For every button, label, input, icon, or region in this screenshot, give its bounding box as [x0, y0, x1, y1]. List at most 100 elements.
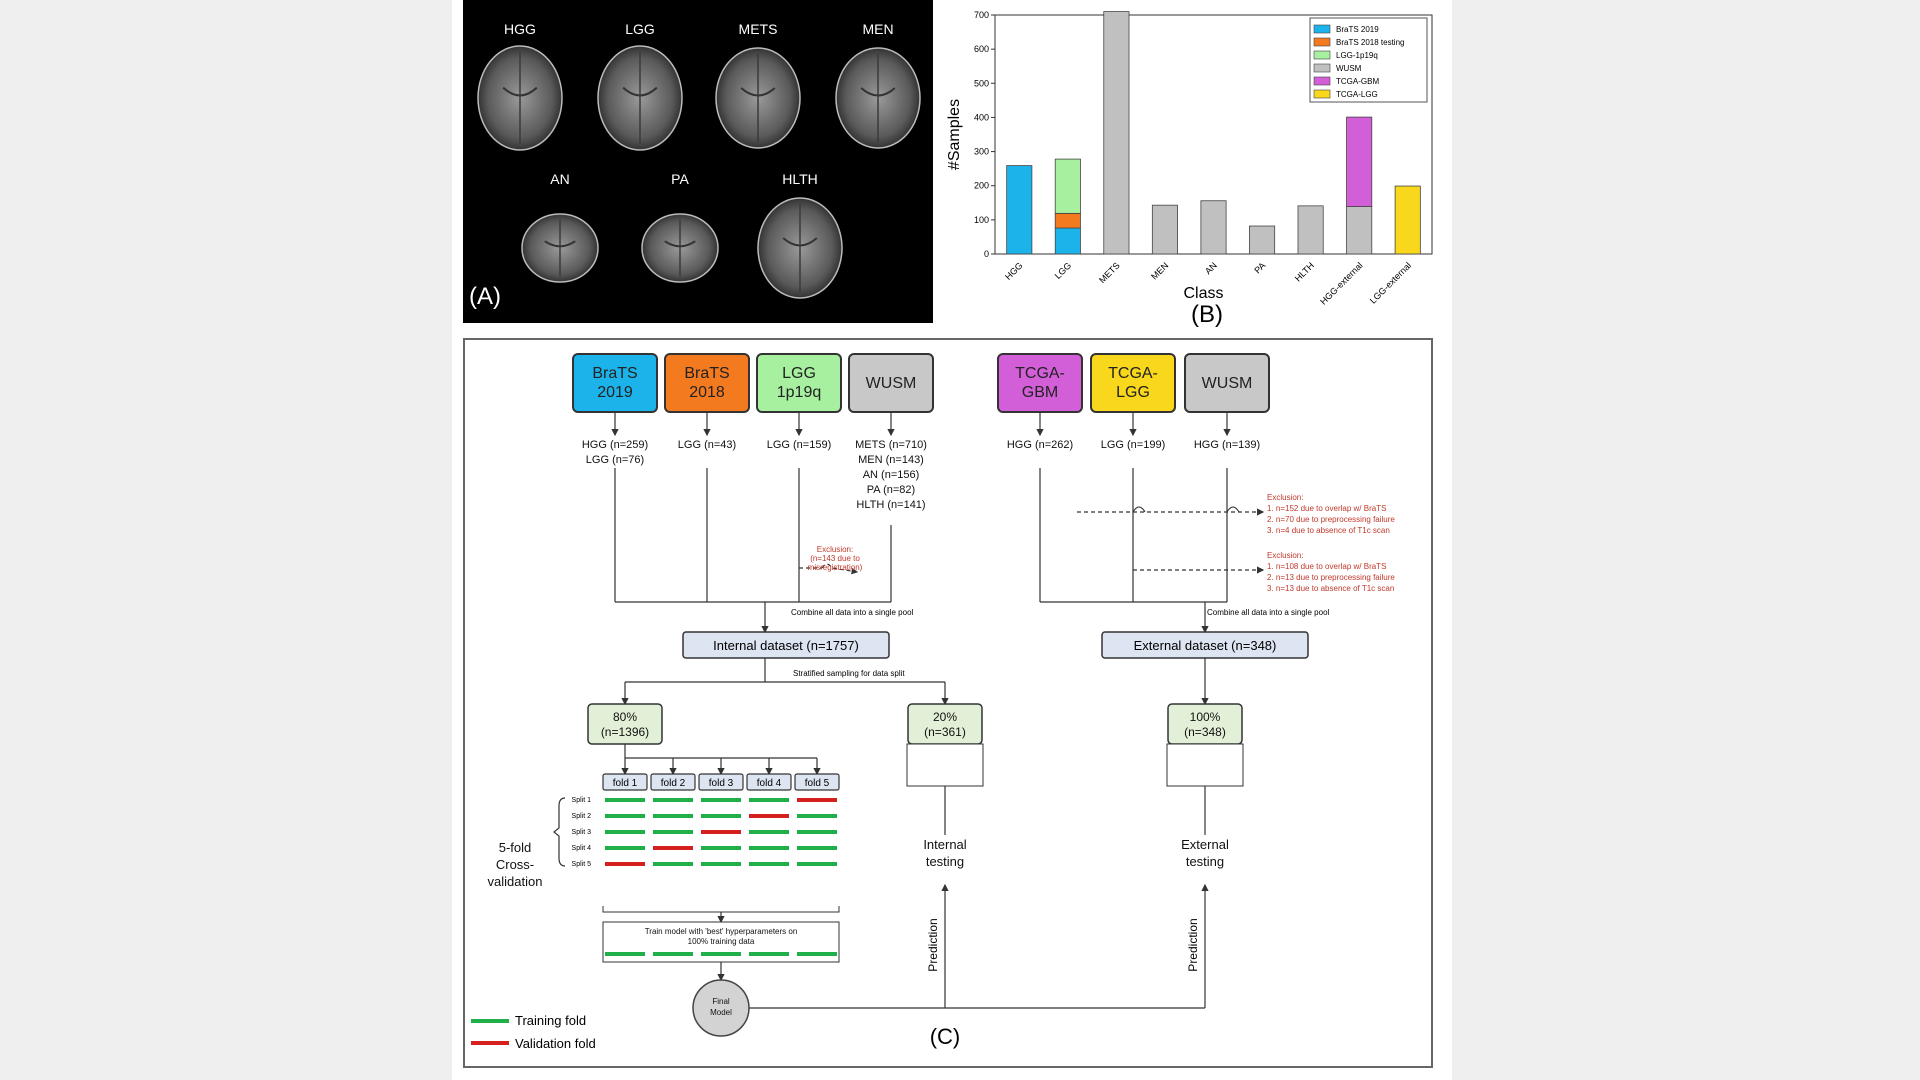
- y-tick-label: 0: [984, 249, 989, 259]
- training-fold-bar: [653, 862, 693, 866]
- bar-hgg: [1006, 165, 1033, 255]
- source-count: HGG (n=259): [582, 439, 648, 451]
- fold-box-4: [746, 773, 792, 791]
- x-tick-label: HGG: [1003, 260, 1025, 282]
- legend-entry: WUSM: [1336, 64, 1362, 73]
- panel-a-label: (A): [469, 283, 501, 310]
- exclusion-internal: (n=143 due to: [810, 554, 860, 563]
- final-model-label: Model: [710, 1008, 732, 1017]
- training-fold-bar: [605, 830, 645, 834]
- training-fold-bar: [653, 952, 693, 956]
- y-tick-label: 400: [974, 112, 989, 122]
- panel-c-label: (C): [930, 1024, 961, 1049]
- x-tick-label: HGG-external: [1318, 260, 1364, 306]
- x-axis-label: Class: [1183, 285, 1223, 302]
- legend-entry: LGG-1p19q: [1336, 51, 1378, 60]
- training-fold-bar: [797, 814, 837, 818]
- y-tick-label: 100: [974, 215, 989, 225]
- split-label: Split 1: [572, 797, 592, 804]
- source-label: BraTS: [684, 365, 729, 382]
- combine-text-external: Combine all data into a single pool: [1207, 608, 1330, 617]
- source-count: MEN (n=143): [858, 454, 924, 466]
- legend-validation-label: Validation fold: [515, 1036, 596, 1051]
- workflow-diagram: BraTS2019BraTS2018LGG1p19qWUSMTCGA-GBMTC…: [471, 353, 1395, 1051]
- training-fold-bar: [749, 798, 789, 802]
- source-label: WUSM: [1202, 375, 1253, 392]
- x-tick-label: LGG: [1053, 260, 1074, 281]
- external-testing-label: External: [1181, 837, 1229, 852]
- source-label: 2019: [597, 384, 633, 401]
- legend-swatch: [1313, 89, 1331, 99]
- external-testing-label: testing: [1186, 854, 1224, 869]
- training-fold-bar: [701, 814, 741, 818]
- y-tick-label: 300: [974, 147, 989, 157]
- source-box-tcga--gbm: [997, 353, 1083, 413]
- bar-men: [1151, 204, 1178, 255]
- source-count: LGG (n=43): [678, 439, 736, 451]
- legend-validation-swatch: [471, 1041, 509, 1045]
- training-fold-bar: [797, 830, 837, 834]
- split-label: Split 5: [572, 861, 592, 868]
- source-count: METS (n=710): [855, 439, 927, 451]
- exclusion-external-2: 3. n=13 due to absence of T1c scan: [1267, 584, 1394, 593]
- final-model-label: Final: [712, 997, 730, 1006]
- train-model-text: 100% training data: [688, 937, 755, 946]
- split-label: Split 3: [572, 829, 592, 836]
- training-fold-bar: [653, 830, 693, 834]
- source-label: LGG: [1116, 384, 1150, 401]
- exclusion-external-1: 1. n=152 due to overlap w/ BraTS: [1267, 504, 1386, 513]
- bar-lgg: [1054, 158, 1081, 214]
- source-count: HGG (n=262): [1007, 439, 1073, 451]
- fold-label: fold 5: [805, 778, 830, 789]
- training-fold-bar: [701, 846, 741, 850]
- scan-label-hlth: HLTH: [782, 171, 818, 187]
- scan-label-men: MEN: [862, 21, 893, 37]
- stratified-text: Stratified sampling for data split: [793, 669, 905, 678]
- legend-entry: TCGA-GBM: [1336, 77, 1379, 86]
- exclusion-external-1: 2. n=70 due to preprocessing failure: [1267, 515, 1395, 524]
- internal-dataset-box: [682, 631, 890, 659]
- x-tick-label: PA: [1252, 260, 1267, 275]
- panel-b-label: (B): [1191, 301, 1223, 328]
- training-fold-bar: [701, 862, 741, 866]
- external-split-box-label: (n=348): [1184, 725, 1226, 739]
- training-fold-bar: [749, 952, 789, 956]
- fold-box-1: [602, 773, 648, 791]
- source-count: PA (n=82): [867, 484, 915, 496]
- legend-swatch: [1313, 24, 1331, 34]
- external-dataset-label: External dataset (n=348): [1134, 638, 1277, 653]
- y-tick-label: 200: [974, 181, 989, 191]
- training-fold-bar: [605, 846, 645, 850]
- training-fold-bar: [749, 830, 789, 834]
- bar-hgg-external: [1346, 116, 1373, 207]
- legend-training-swatch: [471, 1019, 509, 1023]
- bar-an: [1200, 200, 1227, 255]
- split-label: Split 2: [572, 813, 592, 820]
- exclusion-external-1: 3. n=4 due to absence of T1c scan: [1267, 526, 1390, 535]
- source-label: BraTS: [592, 365, 637, 382]
- x-tick-label: HLTH: [1293, 260, 1316, 283]
- split-label: Split 4: [572, 845, 592, 852]
- cv-label: Cross-: [496, 857, 534, 872]
- source-label: TCGA-: [1108, 365, 1158, 382]
- legend-entry: BraTS 2018 testing: [1336, 38, 1404, 47]
- source-box-lgg-1p19q: [756, 353, 842, 413]
- bar-lgg: [1054, 212, 1081, 229]
- validation-fold-bar: [653, 846, 693, 850]
- prediction-label-external: Prediction: [1186, 918, 1200, 971]
- exclusion-internal: misregistration): [808, 563, 863, 572]
- source-label: TCGA-: [1015, 365, 1065, 382]
- training-fold-bar: [797, 862, 837, 866]
- source-label: GBM: [1022, 384, 1058, 401]
- source-box-brats-2019: [572, 353, 658, 413]
- exclusion-external-1: Exclusion:: [1267, 493, 1303, 502]
- source-box-tcga--lgg: [1090, 353, 1176, 413]
- internal-dataset-label: Internal dataset (n=1757): [713, 638, 859, 653]
- exclusion-external-2: 1. n=108 due to overlap w/ BraTS: [1267, 562, 1386, 571]
- y-tick-label: 500: [974, 78, 989, 88]
- y-tick-label: 700: [974, 10, 989, 20]
- validation-fold-bar: [701, 830, 741, 834]
